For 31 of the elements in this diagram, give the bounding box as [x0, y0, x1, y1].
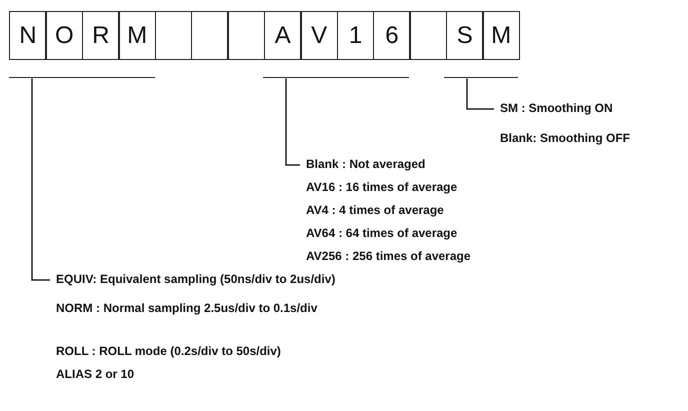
character-cell: M [118, 11, 156, 60]
blank-cell [409, 11, 448, 60]
description-text: ALIAS 2 or 10 [56, 367, 136, 382]
character-cell: A [264, 11, 302, 60]
character-cell: V [300, 11, 338, 60]
character-cell: 6 [373, 11, 411, 60]
description-text: Blank: Smoothing OFF [500, 131, 630, 146]
description-text: ROLL : ROLL mode (0.2s/div to 50s/div) [56, 344, 282, 359]
character-cell: O [45, 11, 84, 60]
character-cell: S [446, 11, 484, 60]
character-cell: 1 [336, 11, 374, 60]
description-text: AV16 : 16 times of average [306, 180, 458, 195]
bracket-line [9, 77, 155, 78]
character-cell: R [82, 11, 120, 60]
character-cell: M [482, 11, 520, 60]
description-text: AV4 : 4 times of average [306, 203, 445, 218]
blank-cell [154, 11, 192, 60]
description-text: AV64 : 64 times of average [306, 226, 458, 241]
description-text: AV256 : 256 times of average [306, 249, 471, 264]
blank-cell [191, 11, 229, 60]
description-text: SM : Smoothing ON [500, 101, 614, 116]
bracket-line [263, 77, 409, 78]
description-text: Blank : Not averaged [306, 157, 426, 172]
leader-line [285, 78, 300, 166]
blank-cell [227, 11, 266, 60]
description-text: NORM : Normal sampling 2.5us/div to 0.1s/div [56, 301, 318, 316]
character-cell: N [9, 11, 47, 60]
leader-line [466, 78, 494, 110]
bracket-line [444, 77, 518, 78]
description-text: EQUIV: Equivalent sampling (50ns/div to 2us/div) [56, 272, 336, 287]
leader-line [31, 78, 50, 281]
